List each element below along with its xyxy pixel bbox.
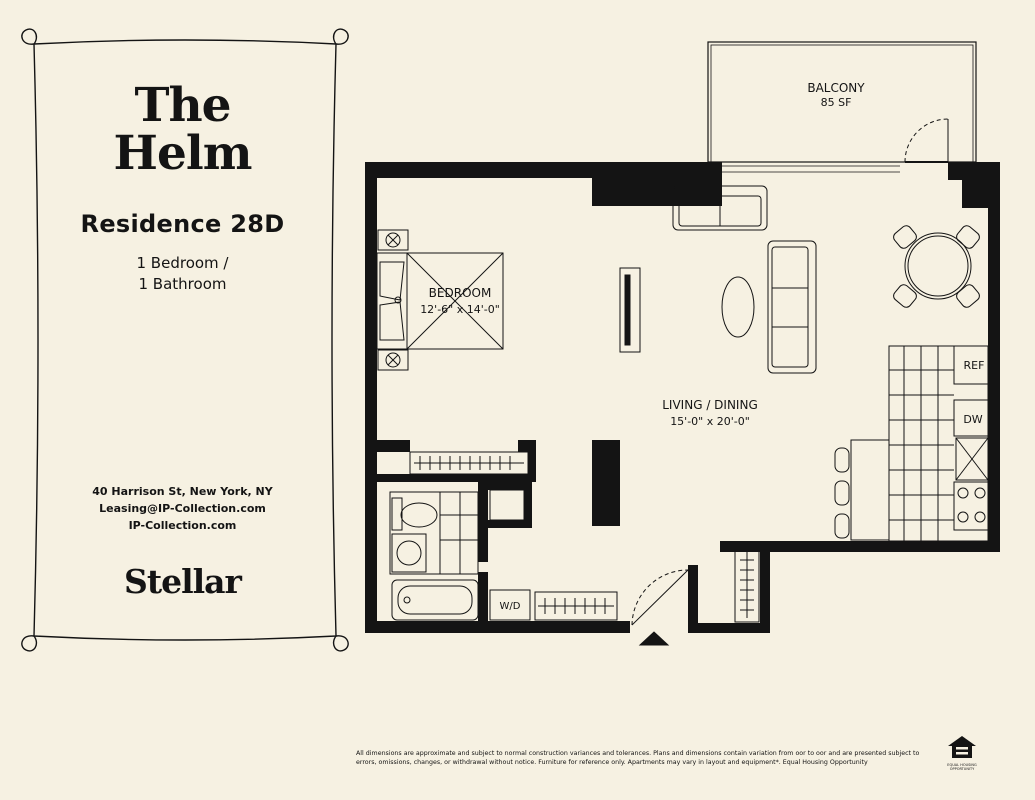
ref-label: REF	[964, 359, 985, 372]
wd-label: W/D	[500, 601, 521, 612]
unit-bedrooms: 1 Bedroom /	[136, 254, 229, 272]
balcony-label: BALCONY	[807, 81, 865, 95]
email-link[interactable]: Leasing@IP-Collection.com	[99, 502, 266, 515]
building-title: The Helm	[60, 82, 305, 178]
balcony	[707, 41, 977, 163]
entry-closet	[734, 547, 760, 623]
equal-housing-logo: EQUAL HOUSING OPPORTUNITY	[946, 735, 978, 771]
equal-housing-text: EQUAL HOUSING OPPORTUNITY	[947, 763, 977, 771]
sofa	[767, 240, 817, 374]
sofa-top	[672, 185, 768, 231]
bedroom-dimensions: 12'-6" x 14'-0"	[420, 303, 500, 316]
bathroom	[389, 489, 525, 621]
address: 40 Harrison St, New York, NY	[92, 485, 273, 498]
bedroom-closet	[409, 451, 529, 475]
dining-table	[893, 225, 980, 308]
dw-label: DW	[963, 413, 982, 426]
disclaimer: All dimensions are approximate and subje…	[356, 750, 920, 766]
balcony-door	[904, 118, 949, 163]
contact-info: 40 Harrison St, New York, NY Leasing@IP-…	[60, 483, 305, 534]
bedroom-label: BEDROOM	[429, 286, 492, 300]
house-icon	[948, 736, 976, 758]
living-dimensions: 15'-0" x 20'-0"	[670, 415, 750, 428]
building-title-line1: The	[134, 78, 231, 133]
hall-closet	[534, 591, 618, 621]
website-link[interactable]: IP-Collection.com	[128, 519, 237, 532]
washer-dryer	[489, 589, 531, 621]
stellar-logo: Stellar	[124, 562, 242, 601]
balcony-area: 85 SF	[821, 96, 852, 109]
unit-bathrooms: 1 Bathroom	[138, 275, 227, 293]
windows	[377, 165, 900, 173]
residence-title: Residence 28D	[80, 210, 285, 238]
living-label: LIVING / DINING	[662, 398, 758, 412]
building-title-line2: Helm	[113, 126, 253, 181]
coffee-table	[721, 276, 755, 338]
unit-type: 1 Bedroom / 1 Bathroom	[60, 253, 305, 295]
bed	[376, 229, 504, 371]
tv-console	[619, 267, 641, 353]
entry-door	[631, 569, 689, 646]
kitchen	[834, 345, 989, 542]
